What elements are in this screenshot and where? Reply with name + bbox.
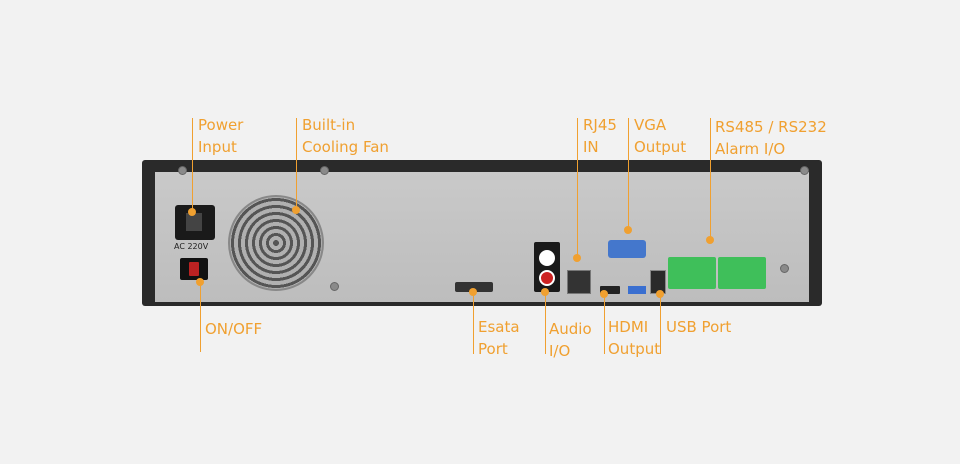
- callout-dot: [624, 226, 632, 234]
- callout-line: [660, 294, 661, 354]
- vga-label: VGA Output: [634, 114, 686, 158]
- power-input-label-line1: Power: [198, 116, 244, 134]
- terminal-block: [718, 257, 766, 289]
- usb-port: [628, 286, 646, 294]
- onoff-label: ON/OFF: [205, 320, 263, 338]
- power-input-label-line2: Input: [198, 138, 237, 156]
- cooling-fan-label-line1: Built-in: [302, 116, 356, 134]
- callout-line: [545, 292, 546, 354]
- callout-dot: [706, 236, 714, 244]
- callout-line: [710, 118, 711, 240]
- audio-jack-white: [539, 250, 555, 266]
- audio-label-line1: Audio: [549, 320, 592, 338]
- screw: [780, 264, 789, 273]
- screw: [800, 166, 809, 175]
- callout-line: [200, 282, 201, 352]
- audio-label: Audio I/O: [549, 318, 592, 362]
- hdmi-port: [600, 286, 620, 294]
- callout-line: [628, 118, 629, 230]
- esata-label: Esata Port: [478, 316, 520, 360]
- callout-dot: [573, 254, 581, 262]
- vga-label-line2: Output: [634, 138, 687, 156]
- power-input-label: Power Input: [198, 114, 243, 158]
- callout-dot: [196, 278, 204, 286]
- audio-label-line2: I/O: [549, 342, 571, 360]
- rs485-label-line1: RS485 / RS232: [715, 118, 827, 136]
- esata-label-line1: Esata: [478, 318, 520, 336]
- callout-dot: [469, 288, 477, 296]
- callout-dot: [188, 208, 196, 216]
- hdmi-label-line2: Output: [608, 340, 661, 358]
- screw: [330, 282, 339, 291]
- terminal-block: [668, 257, 716, 289]
- callout-line: [577, 118, 578, 258]
- rj45-label-line1: RJ45: [583, 116, 617, 134]
- callout-line: [296, 118, 297, 210]
- audio-io-block: [534, 242, 560, 292]
- audio-jack-red: [539, 270, 555, 286]
- vga-label-line1: VGA: [634, 116, 667, 134]
- screw: [320, 166, 329, 175]
- esata-label-line2: Port: [478, 340, 508, 358]
- vga-port: [608, 240, 646, 258]
- cooling-fan-label: Built-in Cooling Fan: [302, 114, 389, 158]
- ac-marking: AC 220V: [174, 242, 209, 251]
- callout-dot: [292, 206, 300, 214]
- cooling-fan-label-line2: Cooling Fan: [302, 138, 389, 156]
- rj45-label: RJ45 IN: [583, 114, 617, 158]
- power-switch: [180, 258, 208, 280]
- rs485-label: RS485 / RS232 Alarm I/O: [715, 116, 827, 160]
- rj45-label-line2: IN: [583, 138, 599, 156]
- power-socket: [175, 205, 215, 240]
- rj45-port: [567, 270, 591, 294]
- esata-port: [455, 282, 493, 292]
- callout-line: [604, 294, 605, 354]
- usb-label: USB Port: [666, 318, 732, 336]
- callout-dot: [600, 290, 608, 298]
- hdmi-label-line1: HDMI: [608, 318, 649, 336]
- callout-line: [192, 118, 193, 212]
- cooling-fan: [228, 195, 324, 291]
- screw: [178, 166, 187, 175]
- callout-dot: [656, 290, 664, 298]
- callout-dot: [541, 288, 549, 296]
- rs485-label-line2: Alarm I/O: [715, 140, 786, 158]
- callout-line: [473, 292, 474, 354]
- hdmi-label: HDMI Output: [608, 316, 660, 360]
